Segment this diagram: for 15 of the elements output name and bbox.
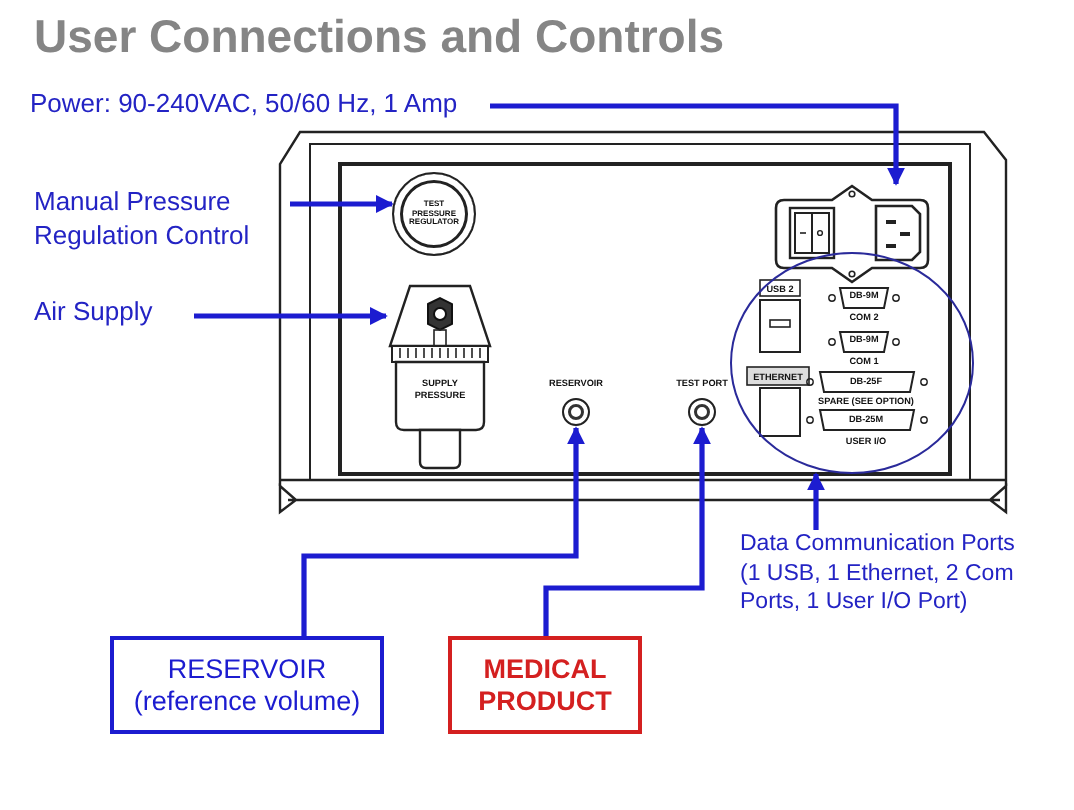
callout-text: Air Supply (34, 296, 155, 328)
title: User Connections and Controls (34, 10, 725, 64)
connector-arrow (194, 307, 388, 325)
power-inlet-drawing (776, 184, 928, 284)
callout-text: Manual Pressure Regulation Control (34, 184, 252, 252)
label-box: MEDICAL PRODUCT (448, 636, 642, 734)
connector-arrow (543, 426, 711, 636)
callout-text: Data Communication Ports (1 USB, 1 Ethernet, 2 Com Ports, 1 User I/O Port) (740, 530, 1017, 617)
connector-arrow (807, 472, 825, 530)
callout-text: Power: 90-240VAC, 50/60 Hz, 1 Amp (30, 88, 460, 120)
label-box: RESERVOIR (reference volume) (110, 636, 384, 734)
connector-arrow (490, 103, 905, 186)
ports-ellipse (730, 252, 974, 474)
connector-arrow (301, 426, 585, 636)
connector-arrow (290, 195, 394, 213)
